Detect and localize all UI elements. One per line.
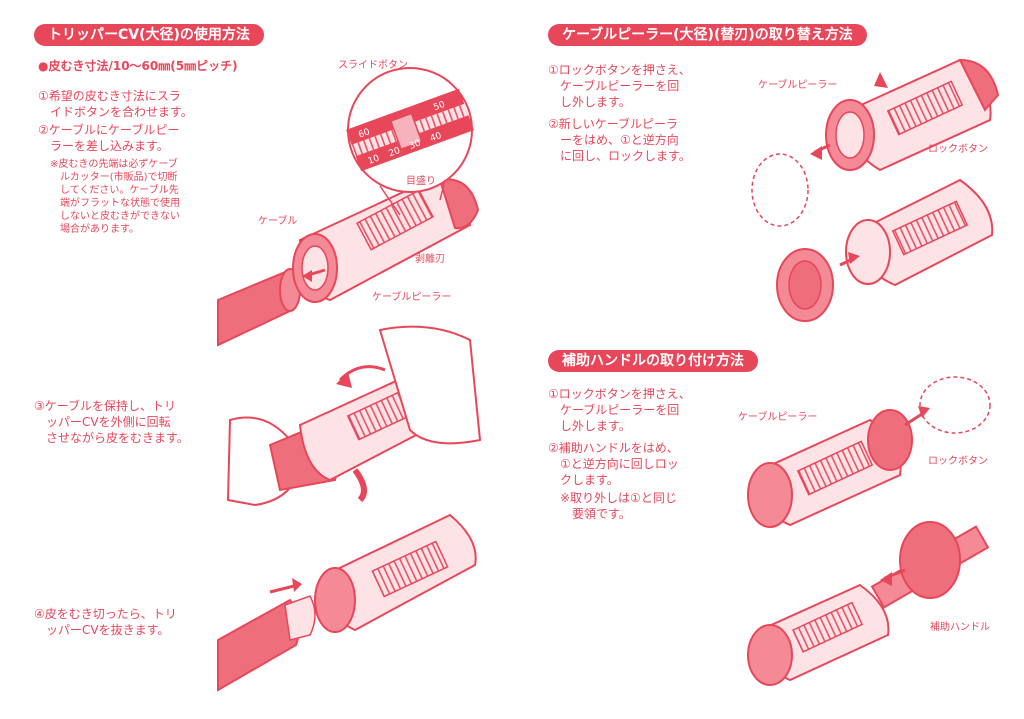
label-cable: ケーブル (258, 216, 298, 227)
svg-text:50: 50 (432, 100, 446, 113)
handle-illustration-2 (747, 521, 990, 686)
handle-illustration-1 (747, 376, 991, 528)
svg-text:40: 40 (429, 131, 443, 144)
tool-illustration-pull (217, 513, 477, 692)
usage-step-3: ③ケーブルを保持し、トリ ッパーCVを外側に回転 させながら皮をむきます。 (34, 399, 189, 445)
replace-step-1: ①ロックボタンを押さえ、 ケーブルピーラーを回 し外します。 (548, 63, 691, 109)
label-lock-button-handle: ロックボタン (928, 456, 988, 467)
usage-step-4: ④皮をむき切ったら、トリ ッパーCVを抜きます。 (34, 607, 177, 637)
replace-illustration-2 (776, 178, 994, 322)
replace-step-2: ②新しいケーブルピーラ ーをはめ、①と逆方向 に回し、ロックします。 (548, 117, 691, 163)
svg-text:10: 10 (367, 153, 381, 166)
section-title-usage: トリッパーCV(大径)の使用方法 (34, 24, 264, 46)
svg-text:20: 20 (387, 146, 401, 159)
usage-note: ※皮むきの先端は必ずケーブ ルカッター(市販品)で切断 してください。ケーブル先… (50, 159, 180, 235)
label-lock-button-replace: ロックボタン (928, 144, 988, 155)
section-title-handle: 補助ハンドルの取り付け方法 (548, 350, 758, 372)
tool-illustration-1 (217, 173, 480, 347)
label-blade: 剥離刃 (415, 254, 445, 265)
replace-illustration-1 (751, 58, 1000, 227)
handle-step-2: ②補助ハンドルをはめ、 ①と逆方向に回しロッ クします。 (548, 441, 679, 487)
svg-text:30: 30 (408, 138, 422, 151)
tool-illustration-rotate (226, 325, 482, 507)
label-slide-button: スライドボタン (338, 60, 408, 71)
peel-length-spec: ●皮むき寸法/10〜60㎜(5㎜ピッチ) (38, 59, 238, 73)
svg-text:60: 60 (357, 127, 371, 140)
label-peeler-replace: ケーブルピーラー (758, 80, 838, 91)
scale-zoom-circle: 10 20 30 40 60 50 (346, 67, 474, 216)
section-title-replace: ケーブルピーラー(大径)(替刃)の取り替え方法 (548, 24, 867, 46)
handle-step-1: ①ロックボタンを押さえ、 ケーブルピーラーを回 し外します。 (548, 387, 691, 433)
usage-step-2: ②ケーブルにケーブルピー ラーを差し込みます。 (38, 123, 180, 153)
label-peeler-handle: ケーブルピーラー (738, 412, 818, 423)
usage-step-1: ①希望の皮むき寸法にスラ イドボタンを合わせます。 (38, 89, 193, 119)
label-scale: 目盛り (406, 176, 436, 187)
handle-note: ※取り外しは①と同じ 要領です。 (560, 491, 677, 521)
label-handle: 補助ハンドル (930, 622, 990, 633)
label-peeler: ケーブルピーラー (372, 292, 452, 303)
